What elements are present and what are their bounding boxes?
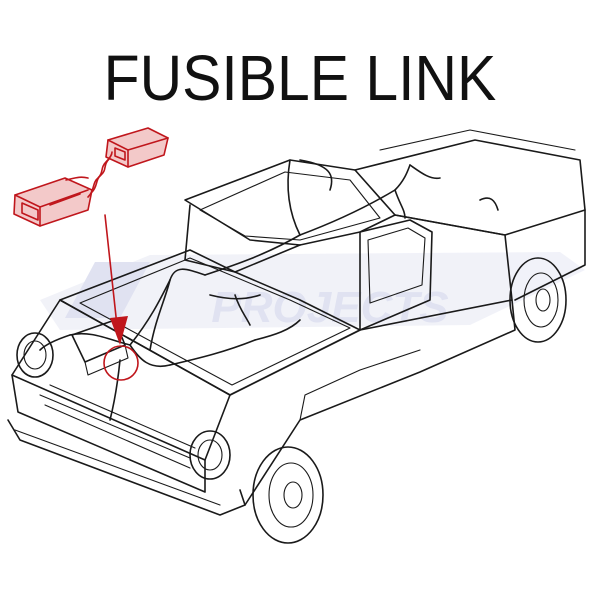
callout-arrowhead (110, 316, 128, 345)
diagram-title: FUSIBLE LINK (103, 42, 497, 114)
wiring-harness (39, 159, 499, 421)
pickup-truck (7, 129, 586, 544)
rear-wheel (509, 257, 567, 343)
watermark-text: PROJECTS (211, 283, 448, 332)
callout-circle (103, 345, 139, 381)
front-wheel (252, 446, 324, 544)
fusible-link-inset (13, 127, 169, 227)
fusible-link-callout (103, 214, 139, 381)
